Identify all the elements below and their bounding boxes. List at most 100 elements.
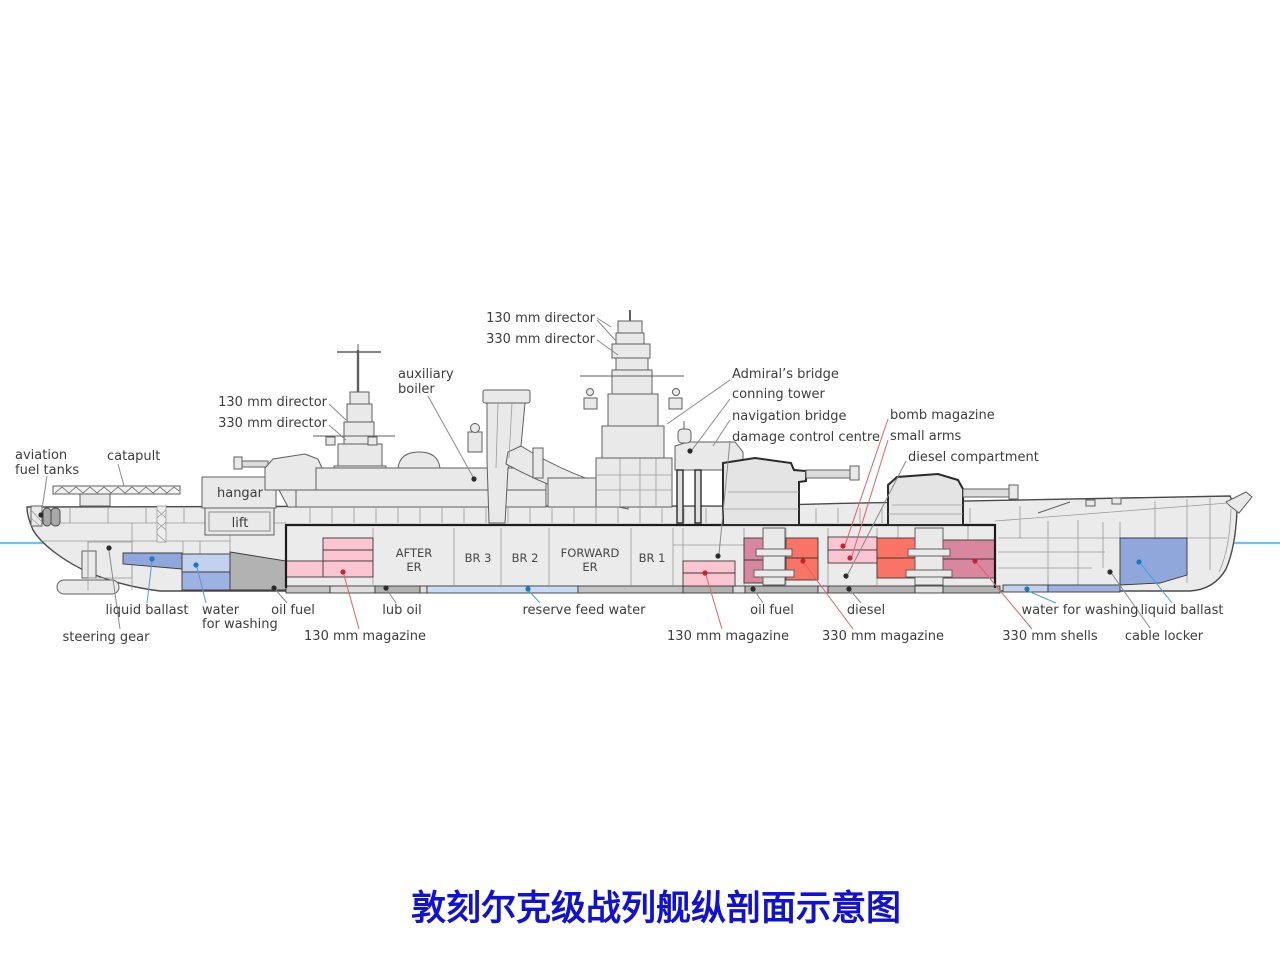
label-130mm-director-aft: 130 mm director — [218, 395, 328, 410]
lub-oil-tank — [374, 585, 421, 594]
label-forward-er: ER — [582, 560, 597, 574]
label-diesel-compartment: diesel compartment — [908, 450, 1039, 465]
tower-cap — [615, 357, 649, 371]
label-water-for-washing-aft: water — [202, 603, 240, 618]
label-330mm-director-aft: 330 mm director — [218, 416, 328, 431]
label-br3: BR 3 — [465, 551, 492, 565]
fwd-director-130 — [617, 320, 643, 334]
aft-tower-tier — [337, 443, 383, 467]
label-conning-tower: conning tower — [732, 387, 825, 402]
label-catapult: catapult — [107, 449, 160, 464]
label-aviation-fuel-tanks: aviation — [15, 448, 67, 463]
tower-tier2 — [601, 425, 665, 459]
turret1-trunk-flange — [907, 548, 951, 557]
label-br1: BR 1 — [639, 551, 666, 565]
label-lub-oil: lub oil — [382, 603, 421, 618]
aft-turret — [264, 453, 323, 491]
label-auxiliary-boiler: boiler — [398, 382, 435, 397]
funnel-cap — [482, 389, 531, 404]
label-oil-fuel-fwd: oil fuel — [750, 603, 794, 618]
label-oil-fuel-aft: oil fuel — [271, 603, 315, 618]
aft-director-top — [349, 391, 370, 405]
fwd-director-330 — [611, 343, 651, 359]
searchlight-platform — [583, 397, 598, 410]
deck-winch — [1085, 499, 1096, 507]
tower-tier3 — [607, 393, 659, 427]
label-330mm-magazine: 330 mm magazine — [822, 629, 944, 644]
label-liquid-ballast-aft: liquid ballast — [106, 603, 189, 618]
label-small-arms: small arms — [890, 429, 962, 444]
tower-tier4 — [611, 369, 653, 395]
secondary-turret-dome — [397, 451, 441, 469]
breakwater — [1037, 501, 1071, 514]
searchlight-platform — [668, 397, 683, 410]
label-auxiliary-boiler: auxiliary — [398, 367, 454, 382]
turret1-muzzle — [1008, 484, 1019, 500]
bow-bulwark — [1225, 491, 1253, 514]
magazine-130-aft-lower — [285, 560, 374, 578]
diagram-title: 敦刻尔克级战列舰纵剖面示意图 — [411, 889, 901, 929]
aft-turret-muzzle — [233, 456, 243, 470]
superstructure — [30, 310, 1122, 586]
label-forward-er: FORWARD — [561, 546, 620, 560]
label-after-er: ER — [406, 560, 421, 574]
label-damage-control-centre: damage control centre — [732, 430, 880, 445]
water-for-washing-aft-lower — [181, 571, 231, 591]
bomb-magazine-box — [827, 536, 878, 551]
label-330mm-director-fwd: 330 mm director — [486, 332, 596, 347]
tower-base — [595, 457, 673, 508]
aft-director-130 — [346, 403, 373, 423]
label-steering-gear: steering gear — [62, 630, 150, 645]
conning-tube — [676, 469, 684, 524]
searchlight — [672, 388, 680, 396]
hangar-box — [201, 476, 277, 509]
bottom-strip-aft — [285, 585, 331, 594]
catapult-truss — [52, 485, 181, 507]
label-lift: lift — [232, 516, 249, 531]
searchlight — [586, 388, 594, 396]
small-arms-box — [827, 549, 878, 564]
projector — [325, 436, 336, 446]
water-for-washing-aft-upper — [181, 553, 231, 573]
turret1-trunk-flange — [905, 569, 953, 578]
leader-lines — [38, 317, 1173, 630]
label-aviation-fuel-tanks: fuel tanks — [15, 463, 79, 478]
fwd-deckhouse — [547, 477, 601, 508]
label-navigation-bridge: navigation bridge — [732, 409, 846, 424]
aviation-fuel-tank — [42, 507, 52, 527]
turret2-trunk-flange — [753, 569, 795, 578]
label-br2: BR 2 — [512, 551, 539, 565]
oil-fuel-fwd-strip — [682, 585, 734, 594]
deck-winch — [1111, 497, 1122, 505]
label-water-for-washing-aft: for washing — [202, 617, 278, 632]
rangefinder-head — [470, 423, 480, 433]
aviation-fuel-tank — [50, 507, 61, 527]
mid-deckhouse-upper — [315, 467, 547, 491]
label-reserve-feed-water: reserve feed water — [523, 603, 647, 618]
fwd-director-mid — [615, 332, 645, 345]
turret2-trunk-flange — [755, 548, 793, 557]
label-330mm-shells: 330 mm shells — [1002, 629, 1098, 644]
conning-tube — [694, 469, 702, 524]
label-hangar: hangar — [217, 486, 264, 501]
label-water-for-washing-fwd: water for washing — [1022, 603, 1139, 618]
turret2-muzzle — [849, 465, 860, 481]
label-admirals-bridge: Admiral’s bridge — [732, 367, 839, 382]
label-after-er: AFTER — [396, 546, 433, 560]
boat-crane-post — [532, 447, 544, 479]
magazine-130-fwd — [682, 560, 736, 587]
labels: aviation fuel tanks catapult 130 mm dire… — [15, 311, 1224, 645]
label-cable-locker: cable locker — [1125, 629, 1204, 644]
rudder — [81, 550, 97, 579]
conning-cupola — [677, 428, 692, 444]
label-130mm-magazine-fwd: 130 mm magazine — [667, 629, 789, 644]
label-bomb-magazine: bomb magazine — [890, 408, 995, 423]
lift-box-inner — [208, 511, 271, 532]
main-turret-1 — [887, 472, 964, 526]
turret1-barrels — [962, 488, 1012, 498]
label-diesel: diesel — [847, 603, 885, 618]
label-130mm-director-fwd: 130 mm director — [486, 311, 596, 326]
reserve-feed-water-tank — [426, 585, 579, 594]
